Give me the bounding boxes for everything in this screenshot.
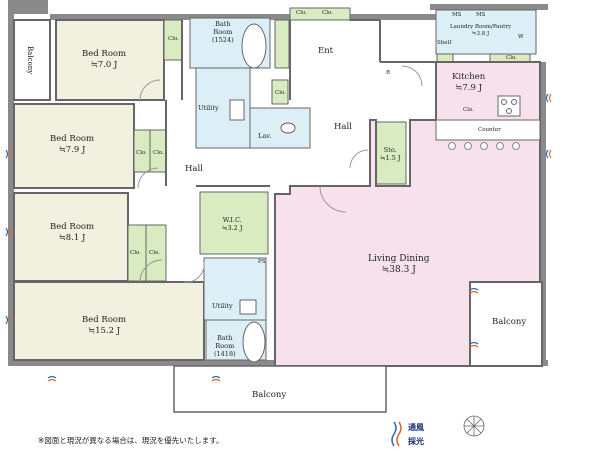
living-dining-name: Living Dining [368, 254, 430, 264]
bath-2-dim: (1418) [214, 350, 236, 358]
bedroom-2-name: Bed Room [50, 134, 95, 144]
r-mark: R [386, 70, 391, 76]
bedroom-3-size: ≒8.1 J [58, 233, 86, 243]
ms-mark-2: MS [476, 12, 486, 18]
bedroom-1-floor [55, 19, 165, 101]
legend-line2: 採光 [408, 437, 424, 446]
laundry-size: ≒3.8 J [471, 31, 490, 37]
clo-mark-2: Clo. [136, 150, 147, 156]
clo-mark-3: Clo. [153, 150, 164, 156]
door-swings [137, 65, 423, 283]
sink-1 [229, 99, 245, 121]
bedroom-3-floor [13, 192, 129, 282]
clo-mark-7: Clo. [322, 10, 333, 16]
bath-1-name: Bath [215, 20, 231, 28]
bedroom-4-size: ≒15.2 J [87, 326, 121, 336]
sto-size: ≒1.5 J [380, 154, 401, 162]
bedroom-4-name: Bed Room [82, 315, 127, 325]
utility-2-label: Utility [212, 302, 233, 310]
clo-mark-10: Clo. [463, 107, 474, 113]
bath-2-name: Bath [217, 334, 233, 342]
clo-mark-8: Clo. [275, 90, 286, 96]
clo-mark-9: Clo. [506, 55, 517, 61]
wic-label: W.I.C. ≒3.2 J [222, 216, 242, 232]
kitchen-label: Kitchen ≒7.9 J [452, 72, 485, 94]
bedroom-2-label: Bed Room ≒7.9 J [50, 134, 94, 156]
balcony-right-floor [469, 281, 543, 367]
legend-line1: 通風 [408, 423, 424, 432]
clo-mark-4: Clo. [130, 250, 141, 256]
interior-walls [165, 19, 436, 283]
living-dining-label: Living Dining ≒38.3 J [368, 254, 430, 276]
kitchen-counter [435, 119, 541, 141]
bedroom-1-name: Bed Room [82, 49, 127, 59]
balcony-bottom-floor [173, 365, 387, 413]
sto-label: Sto. ≒1.5 J [380, 146, 400, 162]
bath-1-dim: (1524) [212, 36, 234, 44]
utility-1-label: Utility [198, 104, 219, 112]
hall-center-label: Hall [334, 122, 352, 132]
bedroom-4-label: Bed Room ≒15.2 J [82, 315, 126, 337]
bedroom-1-size: ≒7.0 J [90, 60, 118, 70]
hall-left-label: Hall [185, 164, 203, 174]
footnote: ※図面と現況が異なる場合は、現況を優先いたします。 [38, 436, 224, 445]
kitchen-size: ≒7.9 J [455, 83, 482, 93]
clo-mark-6: Clo. [296, 10, 307, 16]
bedroom-4-floor [13, 281, 205, 361]
ps-mark: PS [258, 259, 266, 265]
bedroom-2-size: ≒7.9 J [58, 145, 86, 155]
bathtub-2 [242, 321, 266, 363]
closets [127, 7, 531, 282]
laundry-label: Laundry Room/Pantry ≒3.8 J [450, 24, 511, 38]
bedroom-3-name: Bed Room [50, 222, 95, 232]
counter-stools [448, 142, 520, 150]
laundry-name: Laundry Room/Pantry [450, 24, 512, 30]
ventilation-marks [5, 93, 552, 382]
counter-label: Counter [478, 127, 501, 133]
ventilation-legend-icon [391, 421, 402, 447]
sink-2 [239, 299, 257, 315]
bathtub-1 [241, 23, 267, 69]
clo-mark-5: Clo. [149, 250, 160, 256]
balcony-left-label: Balcony [26, 46, 34, 75]
wic-name: W.I.C. [222, 216, 242, 224]
bedroom-3-label: Bed Room ≒8.1 J [50, 222, 94, 244]
wic-size: ≒3.2 J [222, 224, 243, 232]
balcony-left-floor [13, 19, 51, 101]
w-mark: W [518, 34, 524, 40]
toilet [280, 122, 296, 134]
clo-mark-1: Clo. [168, 36, 179, 42]
kitchen-name: Kitchen [452, 72, 486, 82]
ent-label: Ent [318, 46, 334, 56]
balcony-right-label: Balcony [492, 317, 527, 327]
bath-1-name2: Room [213, 28, 233, 36]
shelf-mark: Shelf [437, 40, 452, 46]
living-dining-size: ≒38.3 J [381, 265, 416, 275]
sto-name: Sto. [383, 146, 397, 154]
stove [497, 95, 521, 117]
compass-icon [463, 415, 485, 437]
bath-2-label: Bath Room (1418) [214, 334, 236, 358]
balcony-bottom-label: Balcony [252, 390, 287, 400]
ms-mark-1: MS [452, 12, 462, 18]
ventilation-legend: 通風 採光 [390, 418, 434, 454]
bedroom-1-label: Bed Room ≒7.0 J [82, 49, 126, 71]
bath-2-name2: Room [215, 342, 235, 350]
lav-label: Lav. [258, 132, 272, 140]
bath-1-label: Bath Room (1524) [212, 20, 234, 44]
